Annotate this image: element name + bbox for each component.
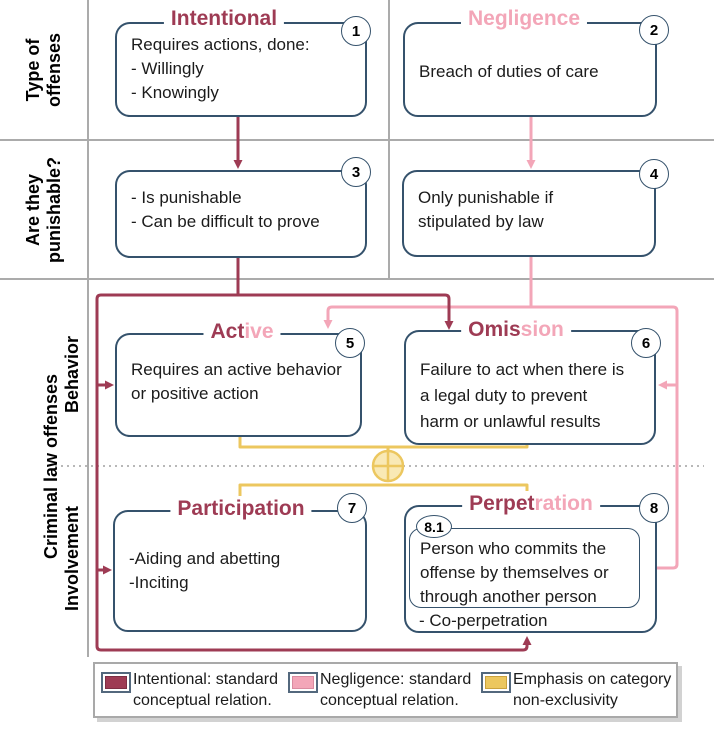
legend-item-intentional: Intentional: standard conceptual relatio… xyxy=(101,669,278,711)
node-omission: Failure to act when there is a legal dut… xyxy=(404,330,656,445)
node-perpetration-inner: Person who commits the offense by themse… xyxy=(409,528,640,608)
non-exclusivity-icon xyxy=(371,449,405,483)
node-text-line: - Knowingly xyxy=(131,83,219,102)
node-text-line: -Aiding and abetting xyxy=(129,549,281,568)
node-text-line: a legal duty to prevent xyxy=(420,386,588,405)
node-participation: -Aiding and abetting -Inciting xyxy=(113,510,367,632)
node-number-badge: 4 xyxy=(639,159,669,189)
legend-label: conceptual relation. xyxy=(133,692,272,709)
node-text-line: stipulated by law xyxy=(418,212,544,231)
row-label-type-of-offenses: Type of offenses xyxy=(0,0,88,140)
negligence-swatch-icon xyxy=(288,672,318,693)
row-label-behavior: Behavior xyxy=(62,335,83,414)
emphasis-connector xyxy=(238,436,529,499)
node-text-line: Requires an active behavior xyxy=(131,360,342,379)
node-text-line: Requires actions, done: xyxy=(131,35,310,54)
node-intentional: Requires actions, done: - Willingly - Kn… xyxy=(115,22,367,117)
node-title-intentional: Intentional xyxy=(163,6,285,31)
node-number-badge: 7 xyxy=(337,493,367,523)
row-label-line: Are they xyxy=(23,173,44,246)
node-number-badge: 2 xyxy=(639,15,669,45)
node-text-line: Only punishable if xyxy=(418,188,554,207)
legend-item-negligence: Negligence: standard conceptual relation… xyxy=(288,669,471,711)
node-title-omission: Omission xyxy=(461,317,571,342)
legend-label: Intentional: standard xyxy=(133,671,278,688)
row-label-line: Type of xyxy=(23,38,43,102)
node-number-badge: 5 xyxy=(335,328,365,358)
intentional-swatch-icon xyxy=(101,672,131,693)
node-negligence: Breach of duties of care xyxy=(403,22,657,117)
node-text-line: Breach of duties of care xyxy=(419,62,599,81)
node-active: Requires an active behavior or positive … xyxy=(115,333,362,437)
legend-item-emphasis: Emphasis on category non-exclusivity xyxy=(481,669,671,711)
legend-label: Negligence: standard xyxy=(320,671,472,688)
node-text-line: - Willingly xyxy=(131,59,204,78)
legend-label: Emphasis on category xyxy=(513,671,672,688)
node-text-line: - Co-perpetration xyxy=(419,611,548,630)
node-number-badge: 1 xyxy=(341,16,371,46)
row-label-involvement: Involvement xyxy=(62,505,83,611)
legend-label: non-exclusivity xyxy=(513,692,618,709)
node-text-line: - Is punishable xyxy=(131,188,242,207)
node-text-line: harm or unlawful results xyxy=(420,412,601,431)
row-label-line: offenses xyxy=(44,32,64,108)
emphasis-swatch-icon xyxy=(481,672,511,693)
node-title-perpetration: Perpetration xyxy=(462,491,600,516)
node-text-line: offense by themselves or xyxy=(420,563,609,582)
row-label-are-they-punishable: Are they punishable? xyxy=(0,140,88,279)
legend-label: conceptual relation. xyxy=(320,692,459,709)
node-number-badge: 8.1 xyxy=(416,515,452,538)
node-text-line: or positive action xyxy=(131,384,259,403)
node-title-participation: Participation xyxy=(170,496,312,521)
node-text-line: -Inciting xyxy=(129,573,189,592)
node-perpetration: Person who commits the offense by themse… xyxy=(404,505,657,633)
node-number-badge: 8 xyxy=(639,493,669,523)
node-title-negligence: Negligence xyxy=(460,6,588,31)
node-title-active: Active xyxy=(203,319,281,344)
node-text-line: Failure to act when there is xyxy=(420,360,625,379)
arrow-intentional-to-omission xyxy=(444,293,454,330)
node-negligence-punishability: Only punishable if stipulated by law xyxy=(402,170,656,257)
node-text-line: Person who commits the xyxy=(420,539,607,558)
row-label-line: punishable? xyxy=(44,156,65,263)
node-text-line: through another person xyxy=(420,587,597,606)
legend: Intentional: standard conceptual relatio… xyxy=(93,662,678,718)
node-text-line: - Can be difficult to prove xyxy=(131,212,320,231)
node-intentional-punishability: - Is punishable - Can be difficult to pr… xyxy=(115,170,367,258)
node-number-badge: 3 xyxy=(341,157,371,187)
node-number-badge: 6 xyxy=(631,328,661,358)
